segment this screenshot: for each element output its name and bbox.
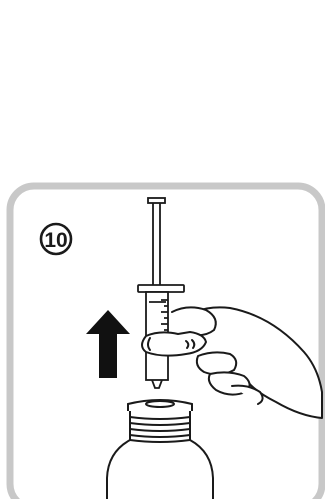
step-number: 10 <box>44 229 67 252</box>
up-arrow-icon <box>86 310 130 378</box>
step-number-badge: 10 <box>41 224 71 254</box>
bottle-icon <box>107 400 213 499</box>
syringe-icon <box>138 198 184 388</box>
